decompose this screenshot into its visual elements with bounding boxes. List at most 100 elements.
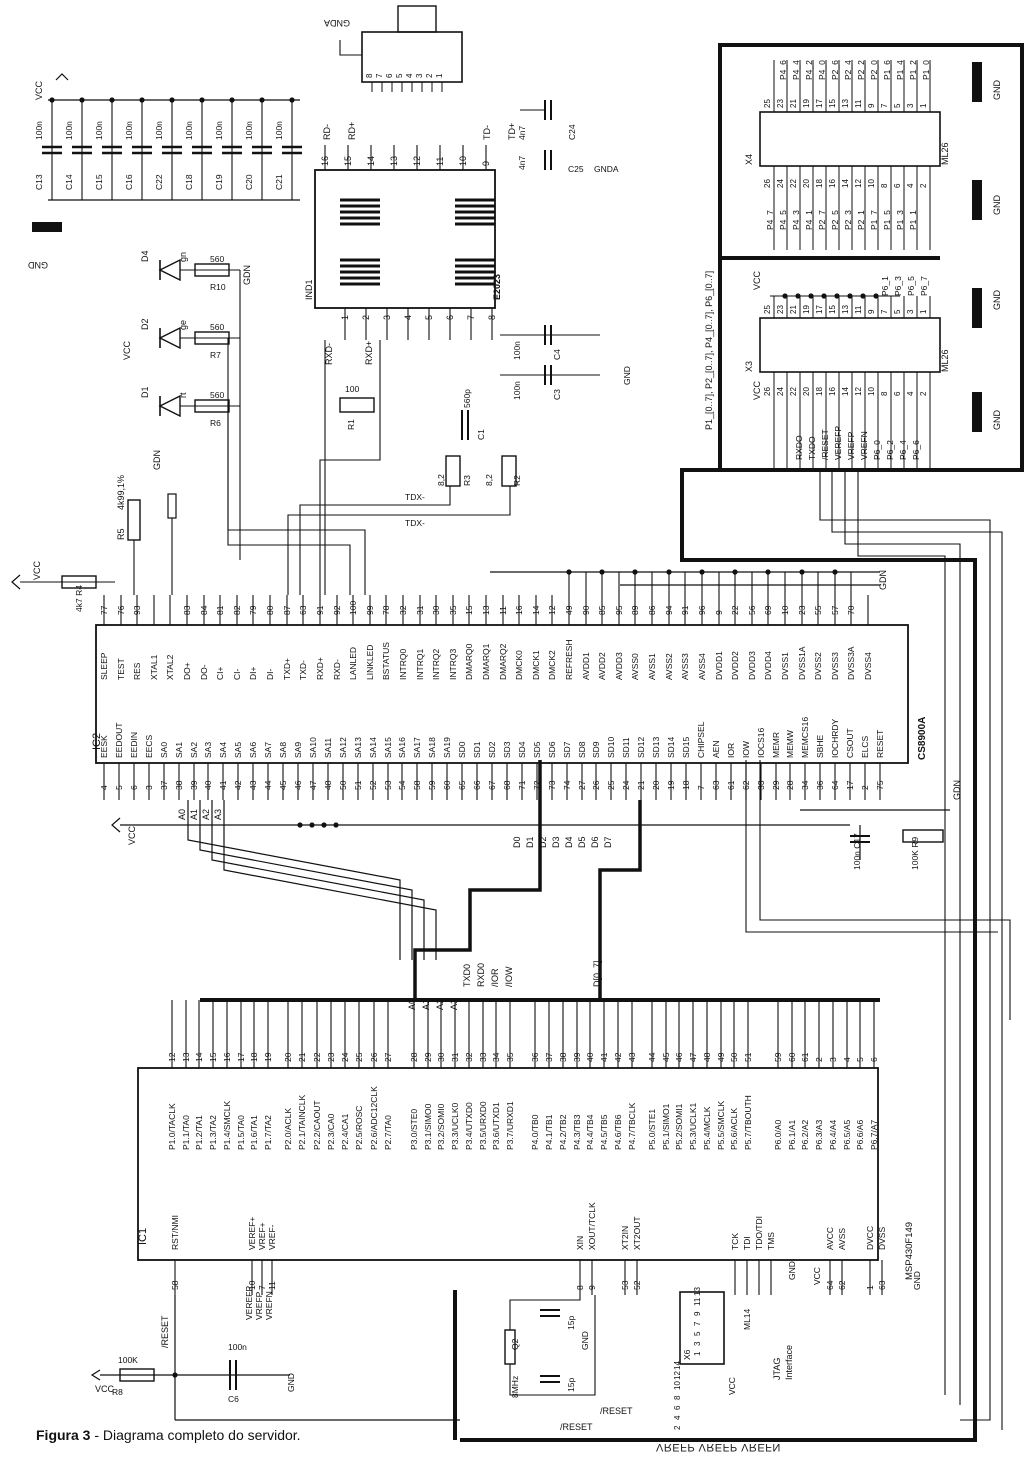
ic2-bottom-pin-signal: SA14 bbox=[368, 737, 378, 758]
x4-signal-bottom: P4_5 bbox=[778, 210, 788, 230]
ic2-top-pin-number: 11 bbox=[498, 606, 508, 615]
ic2-bottom-pin-number: 41 bbox=[218, 780, 228, 790]
led-vcc: VCC bbox=[122, 340, 132, 360]
ic2-top-pin-signal: DVSS3 bbox=[830, 652, 840, 680]
x4-signal-top: P2_2 bbox=[856, 60, 866, 80]
decap-value: 100n bbox=[184, 121, 194, 140]
ic1-top-pin-signal: P3.4/UTXD0 bbox=[464, 1102, 474, 1150]
ic1-top-pin-number: 12 bbox=[167, 1052, 177, 1062]
ic2-top-pin-signal: DMCK1 bbox=[531, 650, 541, 680]
x3-vcc-dot bbox=[834, 293, 840, 299]
ic2-bottom-pin-number: 2 bbox=[860, 785, 870, 790]
ic1-top-pin-number: 49 bbox=[716, 1052, 726, 1062]
ic2-data-label: D0 bbox=[512, 836, 522, 848]
ic1-top-pin-signal: P3.0/STE0 bbox=[409, 1109, 419, 1150]
ic1-top-pin-number: 15 bbox=[208, 1052, 218, 1062]
ic1-top-pin-signal: P3.5/URXD0 bbox=[478, 1101, 488, 1150]
ic2-top-pin-number: 80 bbox=[265, 605, 275, 615]
q2-value: 8MHz bbox=[510, 1376, 520, 1398]
x6-ref: X6 bbox=[682, 1349, 692, 1360]
ic1-top-pin-number: 3 bbox=[828, 1057, 838, 1062]
x4-pin-bottom: 12 bbox=[854, 179, 863, 188]
r4-vcc: VCC bbox=[32, 560, 42, 580]
x4-signal-top: P4_0 bbox=[817, 60, 827, 80]
ic1-top-pin-number: 61 bbox=[800, 1052, 810, 1062]
ic2-data-label: D2 bbox=[538, 836, 548, 848]
ic1-top-pin-number: 20 bbox=[283, 1052, 293, 1062]
r5-value: 4k99,1% bbox=[116, 475, 126, 510]
ic2-top-pin-signal: TXD- bbox=[298, 660, 308, 680]
ic2-top-pin-signal: AVSS2 bbox=[664, 653, 674, 680]
x3-gnd-top: GND bbox=[992, 290, 1002, 311]
ic2-bottom-pin-number: 7 bbox=[696, 785, 706, 790]
ic2-bottom-pin-number: 44 bbox=[263, 780, 273, 790]
ic1-bottom-pin-number: 1 bbox=[865, 1285, 875, 1290]
decap-vcc: VCC bbox=[34, 80, 44, 100]
led-res-ref: R7 bbox=[210, 350, 221, 360]
ic2-top-pin-number: 70 bbox=[846, 605, 856, 615]
c1-value: 560p bbox=[462, 389, 472, 408]
ic2-bottom-pin-signal: SD8 bbox=[577, 741, 587, 758]
ic2-bottom-pin-number: 67 bbox=[487, 780, 497, 790]
ic2-bottom-pin-signal: SD1 bbox=[472, 741, 482, 758]
ic1-top-pin-number: 48 bbox=[702, 1052, 712, 1062]
x3-pin-bottom: 4 bbox=[906, 391, 915, 396]
ic1-top-pin-signal: P5.5/SMCLK bbox=[716, 1101, 726, 1150]
decap-dot bbox=[259, 97, 265, 103]
x3-vcc-top: VCC bbox=[752, 270, 762, 290]
ic2-top-pin-number: 9 bbox=[714, 610, 724, 615]
ic1-top-pin-number: 28 bbox=[409, 1052, 419, 1062]
ic2-bottom-pin-signal: SD12 bbox=[636, 736, 646, 758]
ic2-bottom-pin-signal: SA0 bbox=[159, 742, 169, 758]
x3-pin-top: 21 bbox=[789, 305, 798, 314]
ic1-top-pin-signal: P6.0/A0 bbox=[773, 1119, 783, 1150]
ic2-bottom-pin-signal: SBHE bbox=[815, 735, 825, 758]
led-ref: D4 bbox=[140, 250, 150, 262]
ic2-top-pin-number: 10 bbox=[780, 605, 790, 615]
x4-body bbox=[759, 111, 941, 167]
ic1-top-pin-number: 33 bbox=[478, 1052, 488, 1062]
ic2-top-pin-signal: DMCK2 bbox=[547, 650, 557, 680]
linkled-wire bbox=[227, 404, 366, 595]
ic1-top-pin-signal: P4.2/TB2 bbox=[558, 1114, 568, 1150]
ic2-top-pin-signal: DVSS4 bbox=[863, 652, 873, 680]
x4-pin-bottom: 24 bbox=[776, 179, 785, 188]
ic2-bottom-pin-number: 20 bbox=[651, 780, 661, 790]
x3-pin-top: 19 bbox=[802, 305, 811, 314]
led-res-value: 560 bbox=[210, 254, 224, 264]
x6-pin-bottom: 4 bbox=[673, 1415, 682, 1420]
ic1-bottom-pin-signal: XIN bbox=[575, 1236, 585, 1250]
ic2-top-pin-signal: CI+ bbox=[215, 667, 225, 681]
xout-wire bbox=[509, 1295, 596, 1396]
ic1-bottom-pin-number: 9 bbox=[587, 1285, 597, 1290]
x3-pin-bottom: 20 bbox=[802, 387, 811, 396]
ic1-top-pin-signal: P5.1/SIMO1 bbox=[661, 1103, 671, 1150]
ic1-top-pin-number: 14 bbox=[194, 1052, 204, 1062]
x6-pin-bottom: 10 bbox=[673, 1381, 682, 1390]
led-res-value: 560 bbox=[210, 390, 224, 400]
ic2-top-pin-signal: TEST bbox=[116, 658, 126, 680]
ic2-top-pin-signal: DMARQ2 bbox=[498, 643, 508, 680]
ic2-gnd-dot bbox=[666, 569, 672, 575]
ic1-bottom-pin-number: 64 bbox=[825, 1280, 835, 1290]
ic2-bottom-pin-signal: SA2 bbox=[189, 742, 199, 758]
ic2-top-pin-signal: INTRQ0 bbox=[398, 649, 408, 680]
ic1-top-pin-signal: P1.6/TA1 bbox=[249, 1115, 259, 1150]
transformer-top-label: TD+ bbox=[507, 123, 517, 140]
transformer-bottom-pin: 1 bbox=[340, 315, 350, 320]
ic2-bottom-pin-number: 61 bbox=[726, 780, 736, 790]
ic2-bottom-pin-number: 42 bbox=[233, 780, 243, 790]
ic1-top-pin-signal: P4.3/TB3 bbox=[572, 1114, 582, 1150]
ic2-top-pin-signal: DVSS2 bbox=[813, 652, 823, 680]
x4-signal-top: P1_0 bbox=[921, 60, 931, 80]
ic2-bottom-pin-signal: SD10 bbox=[606, 736, 616, 758]
ic2-top-pin-signal: AVDD2 bbox=[597, 652, 607, 680]
x4-pin-bottom: 8 bbox=[880, 183, 889, 188]
ic2-bottom-pin-signal: SA11 bbox=[323, 738, 333, 758]
ic2-top-pin-signal: DI- bbox=[265, 669, 275, 681]
ic1-top-pin-signal: P3.6/UTXD1 bbox=[491, 1102, 501, 1150]
x4-pin-bottom: 16 bbox=[828, 179, 837, 188]
decap-dot bbox=[79, 97, 85, 103]
ic1-bottom-pin-number: 11 bbox=[267, 1281, 277, 1290]
x4-pin-top: 5 bbox=[893, 103, 902, 108]
